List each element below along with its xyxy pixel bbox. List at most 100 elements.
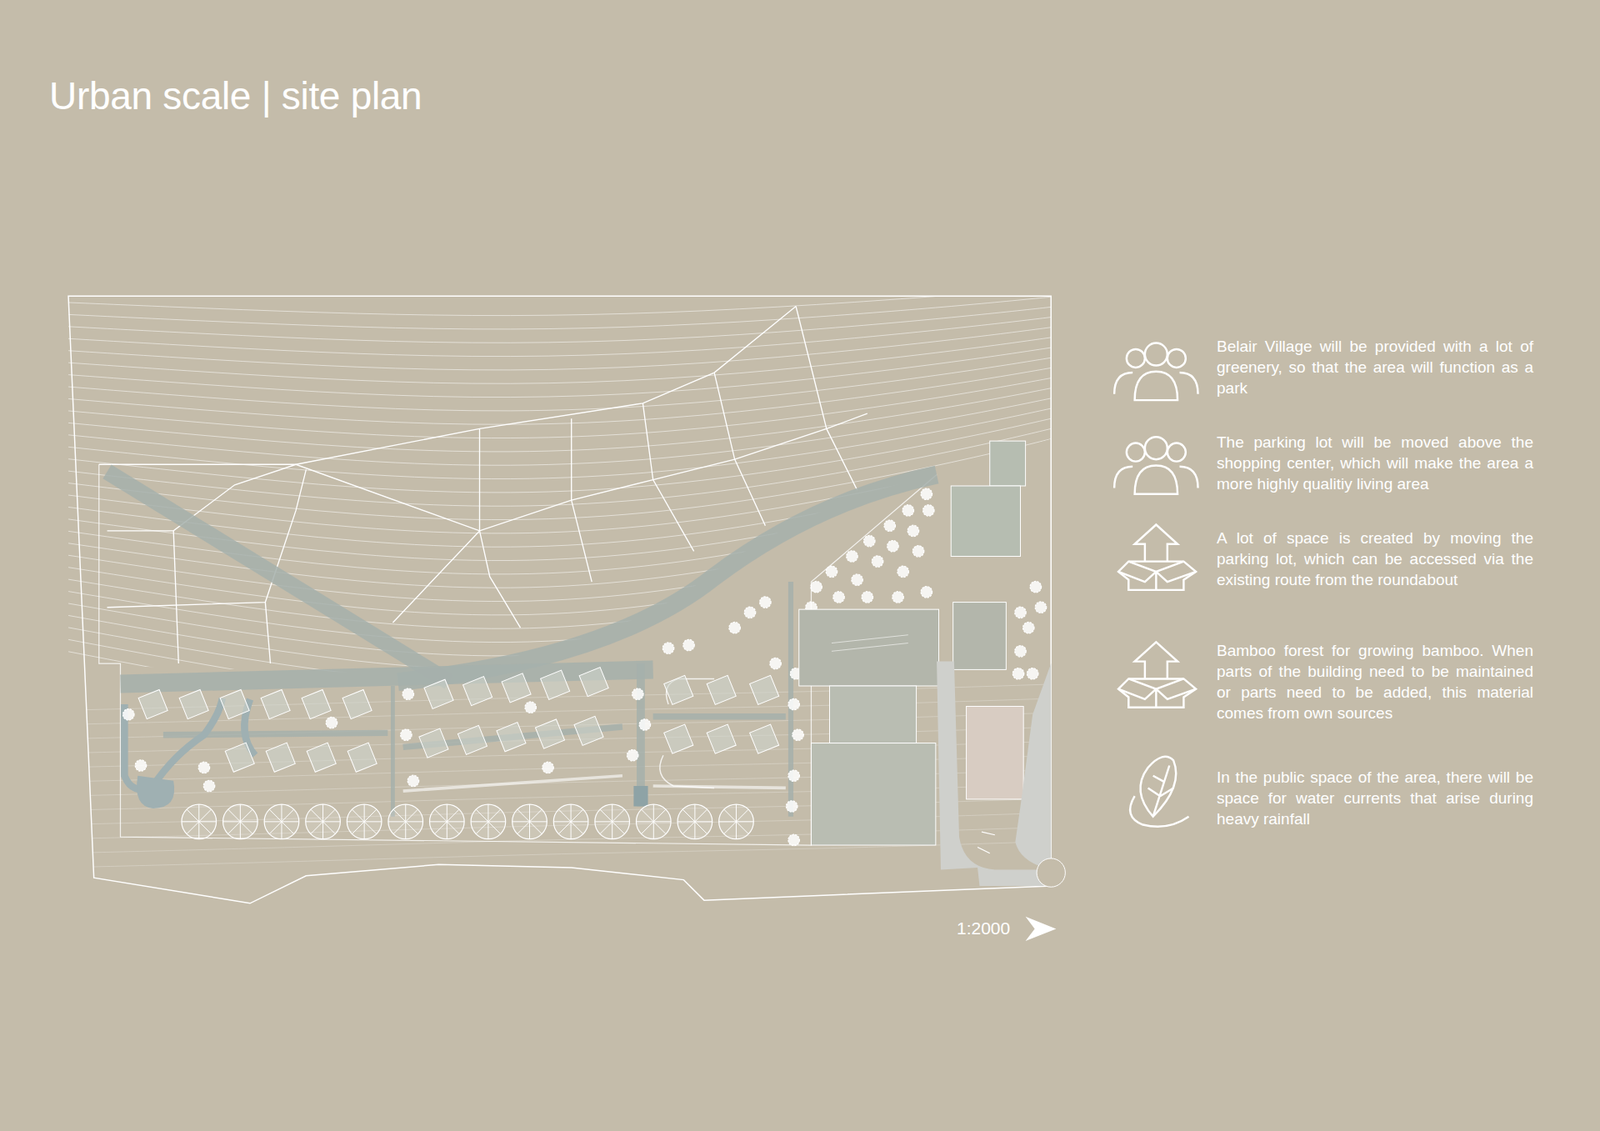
- leaf-icon: [1130, 756, 1189, 827]
- house: [579, 667, 609, 697]
- contour-line: [60, 405, 1061, 479]
- tree-crown: [595, 804, 630, 840]
- main-road: [120, 669, 653, 684]
- plot-line: [173, 530, 179, 664]
- tree: [912, 545, 924, 557]
- plot-line: [714, 372, 765, 526]
- tree-crown: [719, 804, 755, 840]
- house: [750, 724, 780, 754]
- icon-part: [1118, 561, 1196, 590]
- plot-line: [265, 602, 270, 664]
- icon-part: [1167, 443, 1186, 462]
- bamboo-tree: [264, 804, 300, 840]
- tree-crown: [223, 804, 259, 840]
- tree-crown: [677, 804, 713, 840]
- tree: [902, 505, 914, 516]
- tree: [1035, 601, 1046, 613]
- plot-line: [107, 413, 868, 531]
- icon-part: [1118, 678, 1196, 707]
- plot-line: [99, 464, 296, 465]
- tree: [407, 775, 419, 786]
- contour-lines: [60, 684, 1061, 868]
- tree: [198, 761, 210, 773]
- bamboo-tree: [719, 804, 755, 840]
- parking-marking: [831, 635, 909, 652]
- houses: [138, 667, 780, 773]
- bamboo-tree: [305, 804, 341, 840]
- contour-line: [60, 355, 1061, 411]
- tree: [542, 761, 554, 773]
- building: [950, 485, 1020, 556]
- box-icon: [1118, 641, 1196, 707]
- tree-crown: [181, 804, 217, 840]
- bamboo-tree: [346, 804, 382, 840]
- house: [706, 675, 736, 705]
- contour-lines: [60, 285, 1061, 710]
- tree: [907, 525, 919, 536]
- icon-part: [1118, 561, 1196, 590]
- icon-part: [1140, 756, 1176, 817]
- bamboo-tree: [470, 804, 506, 840]
- shopping-center: [830, 685, 917, 744]
- tree: [851, 574, 863, 585]
- contour-line: [60, 345, 1061, 397]
- roundabout: [1036, 858, 1065, 887]
- tree: [135, 760, 146, 771]
- contour-line: [60, 295, 1061, 330]
- design-note: Belair Village will be provided with a l…: [1216, 335, 1534, 399]
- tree: [525, 701, 536, 713]
- tree: [897, 565, 909, 577]
- bamboo-tree: [223, 804, 259, 840]
- buildings: [799, 440, 1026, 845]
- tree: [864, 535, 875, 546]
- house: [220, 689, 250, 719]
- shopping-center: [810, 743, 935, 845]
- house: [501, 673, 531, 703]
- tree: [920, 488, 932, 500]
- tree-branches: [305, 804, 341, 840]
- icon-part: [1114, 372, 1198, 395]
- contour-line: [60, 325, 1061, 370]
- tree: [788, 834, 800, 845]
- contour-line: [60, 375, 1061, 438]
- tree: [1012, 668, 1024, 680]
- tree-crown: [388, 804, 424, 840]
- building: [953, 602, 1007, 670]
- trees: [123, 488, 1047, 846]
- tree: [892, 591, 904, 603]
- tree: [729, 621, 740, 633]
- house: [179, 689, 209, 719]
- bamboo-tree: [553, 804, 589, 840]
- icons: [1114, 343, 1198, 827]
- tree-branches: [430, 804, 465, 840]
- tree: [1015, 645, 1026, 657]
- icon-part: [1145, 343, 1168, 366]
- people-icon: [1114, 343, 1198, 401]
- scale-label: 1:2000: [956, 918, 1010, 939]
- box-icon: [1118, 525, 1196, 590]
- tree: [626, 750, 638, 761]
- tree: [846, 550, 858, 562]
- house: [301, 689, 331, 719]
- house: [225, 742, 255, 772]
- contour-line: [60, 285, 1061, 316]
- bamboo-tree: [677, 804, 713, 840]
- tree-crown: [553, 804, 589, 840]
- parking-lot: [799, 609, 940, 686]
- icon-part: [1135, 525, 1178, 562]
- tree-branches: [223, 804, 259, 840]
- contour-line: [60, 305, 1061, 343]
- design-note: The parking lot will be moved above the …: [1216, 431, 1534, 495]
- footpath: [163, 732, 388, 735]
- bamboo-tree: [181, 804, 217, 840]
- plot-line: [392, 428, 480, 623]
- contour-line: [60, 385, 1061, 452]
- road-marking: [977, 831, 995, 854]
- tree: [833, 591, 845, 603]
- plot-line: [642, 403, 694, 552]
- diagonal-path: [107, 471, 450, 682]
- tree: [662, 642, 674, 654]
- house: [265, 742, 295, 772]
- tree: [760, 596, 771, 608]
- water-channels: [124, 678, 715, 809]
